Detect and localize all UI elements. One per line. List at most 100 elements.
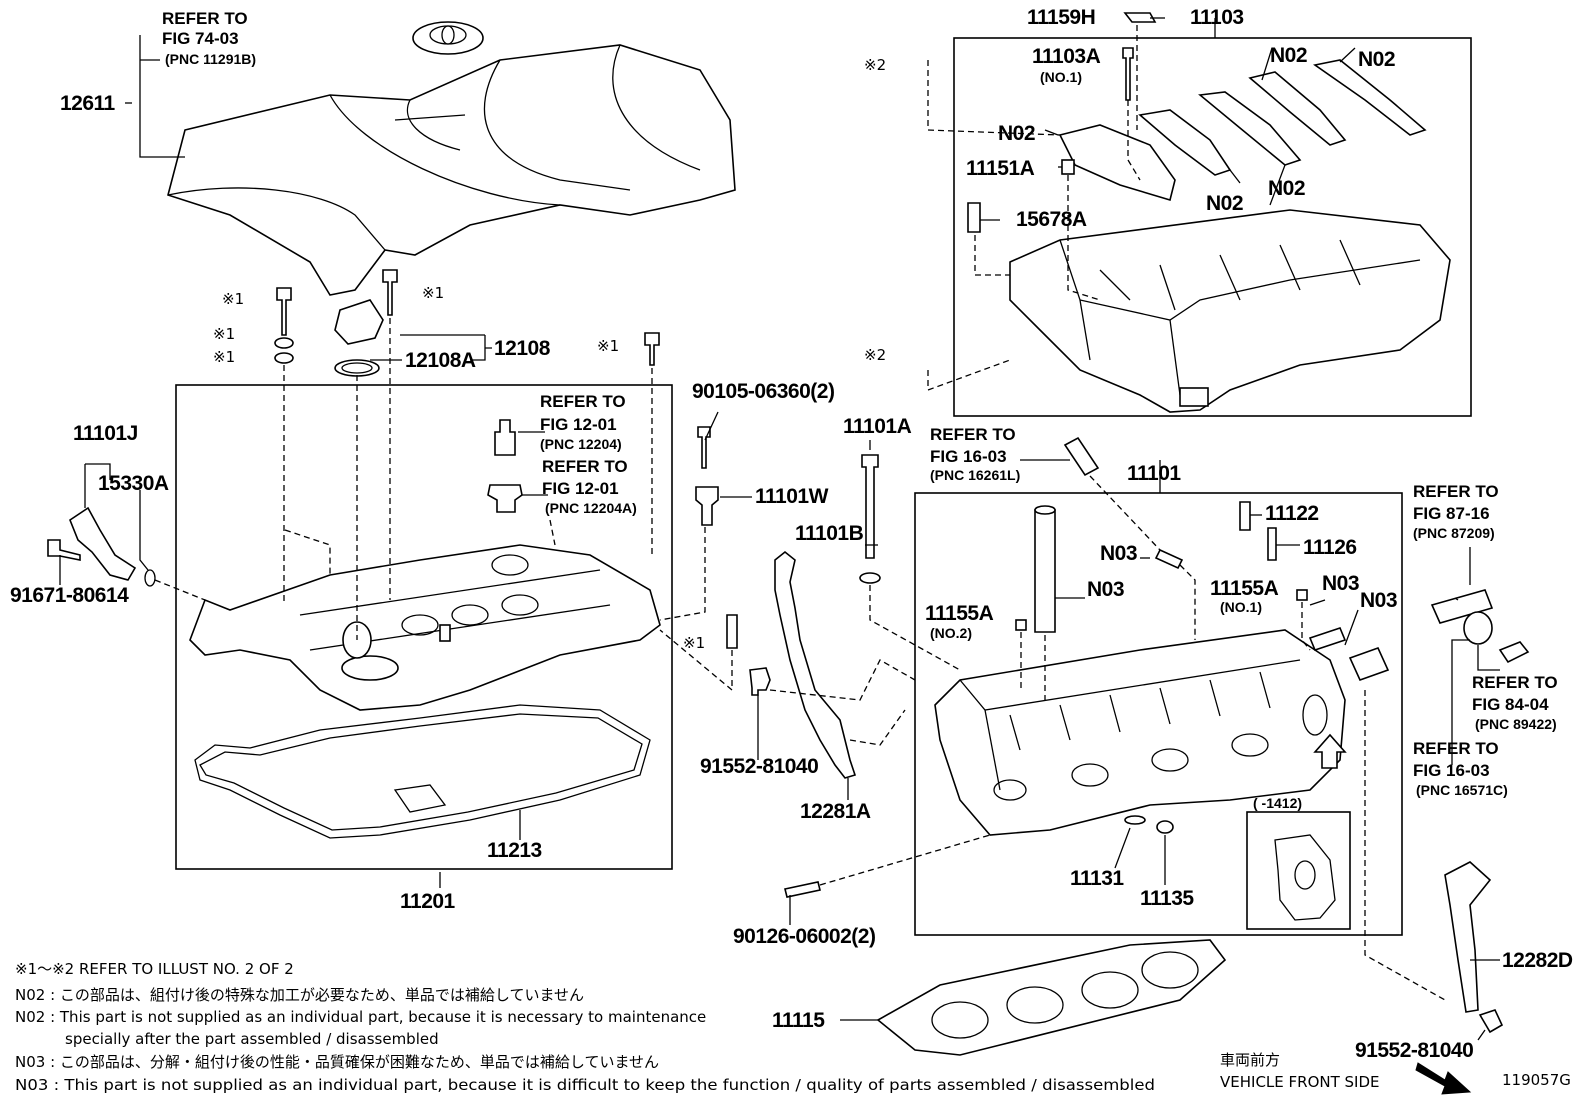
label-12282D: 12282D (1502, 949, 1573, 972)
pin-11151A (1061, 159, 1075, 175)
label-11155A-no2: 11155A (925, 602, 994, 625)
tube-n03-large (1034, 509, 1056, 633)
washer-11101B (859, 572, 881, 584)
ref-1603a-title: REFER TO (930, 425, 1016, 444)
label-11155A-no2-sub: (NO.2) (930, 625, 972, 641)
pin-11155A-no1 (1296, 589, 1308, 601)
oring-11131 (1124, 815, 1146, 825)
bolt-11103A (1122, 47, 1134, 101)
ref-7403-title: REFER TO (162, 9, 248, 28)
tube-n03-large-top (1034, 505, 1056, 515)
plug-11159H (1123, 12, 1157, 23)
label-12281A: 12281A (800, 800, 871, 823)
ref-1603b-pnc: (PNC 16571C) (1416, 782, 1508, 798)
label-11201: 11201 (400, 890, 456, 913)
oil-filler-cap-12108 (334, 299, 384, 377)
ref-1603a-pnc: (PNC 16261L) (930, 467, 1020, 483)
ref-8404-pnc: (PNC 89422) (1475, 716, 1557, 732)
label-11103A: 11103A (1032, 45, 1101, 68)
pin-n03 (1154, 548, 1184, 570)
label-11155A-no1-sub: (NO.1) (1220, 599, 1262, 615)
label-15678A: 15678A (1016, 208, 1087, 231)
label-11135: 11135 (1140, 887, 1194, 910)
label-n02-b: N02 (1358, 48, 1395, 71)
bolt-x1-mid (382, 269, 398, 316)
pipe-16261L (1063, 436, 1100, 477)
guide-11126 (1267, 527, 1277, 561)
cylinder-head-inset-view (1274, 834, 1336, 921)
frame-11101 (914, 492, 1403, 936)
label-n03-b: N03 (1087, 578, 1124, 601)
marker-x1-b: ※1 (213, 325, 235, 343)
tube-87209 (1430, 589, 1494, 624)
arrow-up-icon (1313, 733, 1347, 769)
toyota-emblem (412, 21, 484, 55)
frame-11103 (953, 37, 1472, 417)
cylinder-head-11101 (934, 629, 1346, 836)
marker-x1-c: ※1 (213, 348, 235, 366)
bolt-91552-a (749, 667, 771, 696)
direction-jp: 車両前方 (1220, 1051, 1280, 1069)
marker-x1-f: ※1 (683, 634, 705, 652)
seal-11135 (1156, 820, 1174, 834)
label-n03-a: N03 (1100, 542, 1137, 565)
label-11155A-no1: 11155A (1210, 577, 1279, 600)
label-11101A: 11101A (843, 415, 912, 438)
ref-1201a-pnc: (PNC 12204) (540, 436, 622, 452)
note-line-6: N03 : This part is not supplied as an in… (15, 1076, 1155, 1094)
bolt-91552-b (1478, 1009, 1504, 1034)
label-n03-d: N03 (1360, 589, 1397, 612)
ref-1603b-fig: FIG 16-03 (1413, 761, 1490, 780)
ref-1603b-title: REFER TO (1413, 739, 1499, 758)
arrow-icon (1415, 1062, 1472, 1095)
label-n02-a: N02 (1270, 44, 1307, 67)
marker-x2-a: ※2 (864, 56, 886, 74)
label-11159H: 11159H (1027, 6, 1095, 29)
ref-8404-fig: FIG 84-04 (1472, 695, 1549, 714)
label-11101J: 11101J (73, 422, 138, 445)
guide-11122 (1239, 501, 1251, 531)
label-n03-c: N03 (1322, 572, 1359, 595)
ref-1201b-title: REFER TO (542, 457, 628, 476)
label-11103: 11103 (1190, 6, 1244, 29)
hanger-12282D (1444, 861, 1492, 1013)
figure-id: 119057G (1502, 1071, 1571, 1089)
camshaft-housing-11103 (1009, 209, 1451, 413)
washer-x1-b (274, 352, 294, 364)
ref-7403-pnc: (PNC 11291B) (165, 51, 256, 67)
marker-x1-e: ※1 (597, 337, 619, 355)
note-line-3: N02 : This part is not supplied as an in… (15, 1008, 706, 1026)
bearing-caps-n02 (1058, 59, 1427, 202)
ring-87209 (1463, 611, 1493, 645)
grommet-12204A (487, 484, 523, 513)
label-11151A: 11151A (966, 157, 1035, 180)
ocv-11101J (69, 506, 156, 587)
bolt-11101A (861, 454, 879, 559)
label-1412: ( -1412) (1253, 795, 1302, 811)
plug-n03-b (1348, 646, 1390, 682)
stud-90126 (784, 881, 821, 898)
label-90126: 90126-06002(2) (733, 925, 875, 948)
label-12108: 12108 (494, 337, 551, 360)
direction-en: VEHICLE FRONT SIDE (1220, 1073, 1380, 1091)
ref-1201a-title: REFER TO (540, 392, 626, 411)
label-11131: 11131 (1070, 867, 1124, 890)
sensor-89422 (1498, 641, 1530, 664)
ref-1603a-fig: FIG 16-03 (930, 447, 1007, 466)
note-line-4: specially after the part assembled / dis… (65, 1030, 439, 1048)
marker-x1-d: ※1 (422, 284, 444, 302)
pin-11155A-no2 (1015, 619, 1027, 631)
ref-1201b-fig: FIG 12-01 (542, 479, 619, 498)
head-cover-11201 (189, 544, 661, 711)
ref-1201b-pnc: (PNC 12204A) (545, 500, 637, 516)
stud-15678A (967, 202, 981, 233)
label-91552-b: 91552-81040 (1355, 1039, 1473, 1062)
ref-8404-title: REFER TO (1472, 673, 1558, 692)
label-12611: 12611 (60, 92, 116, 115)
bolt-x1-right (644, 332, 660, 366)
label-15330A: 15330A (98, 472, 169, 495)
label-n02-d: N02 (1268, 177, 1305, 200)
ref-8716-fig: FIG 87-16 (1413, 504, 1490, 523)
stud-x1-lower (726, 614, 738, 649)
label-n02-e: N02 (1206, 192, 1243, 215)
